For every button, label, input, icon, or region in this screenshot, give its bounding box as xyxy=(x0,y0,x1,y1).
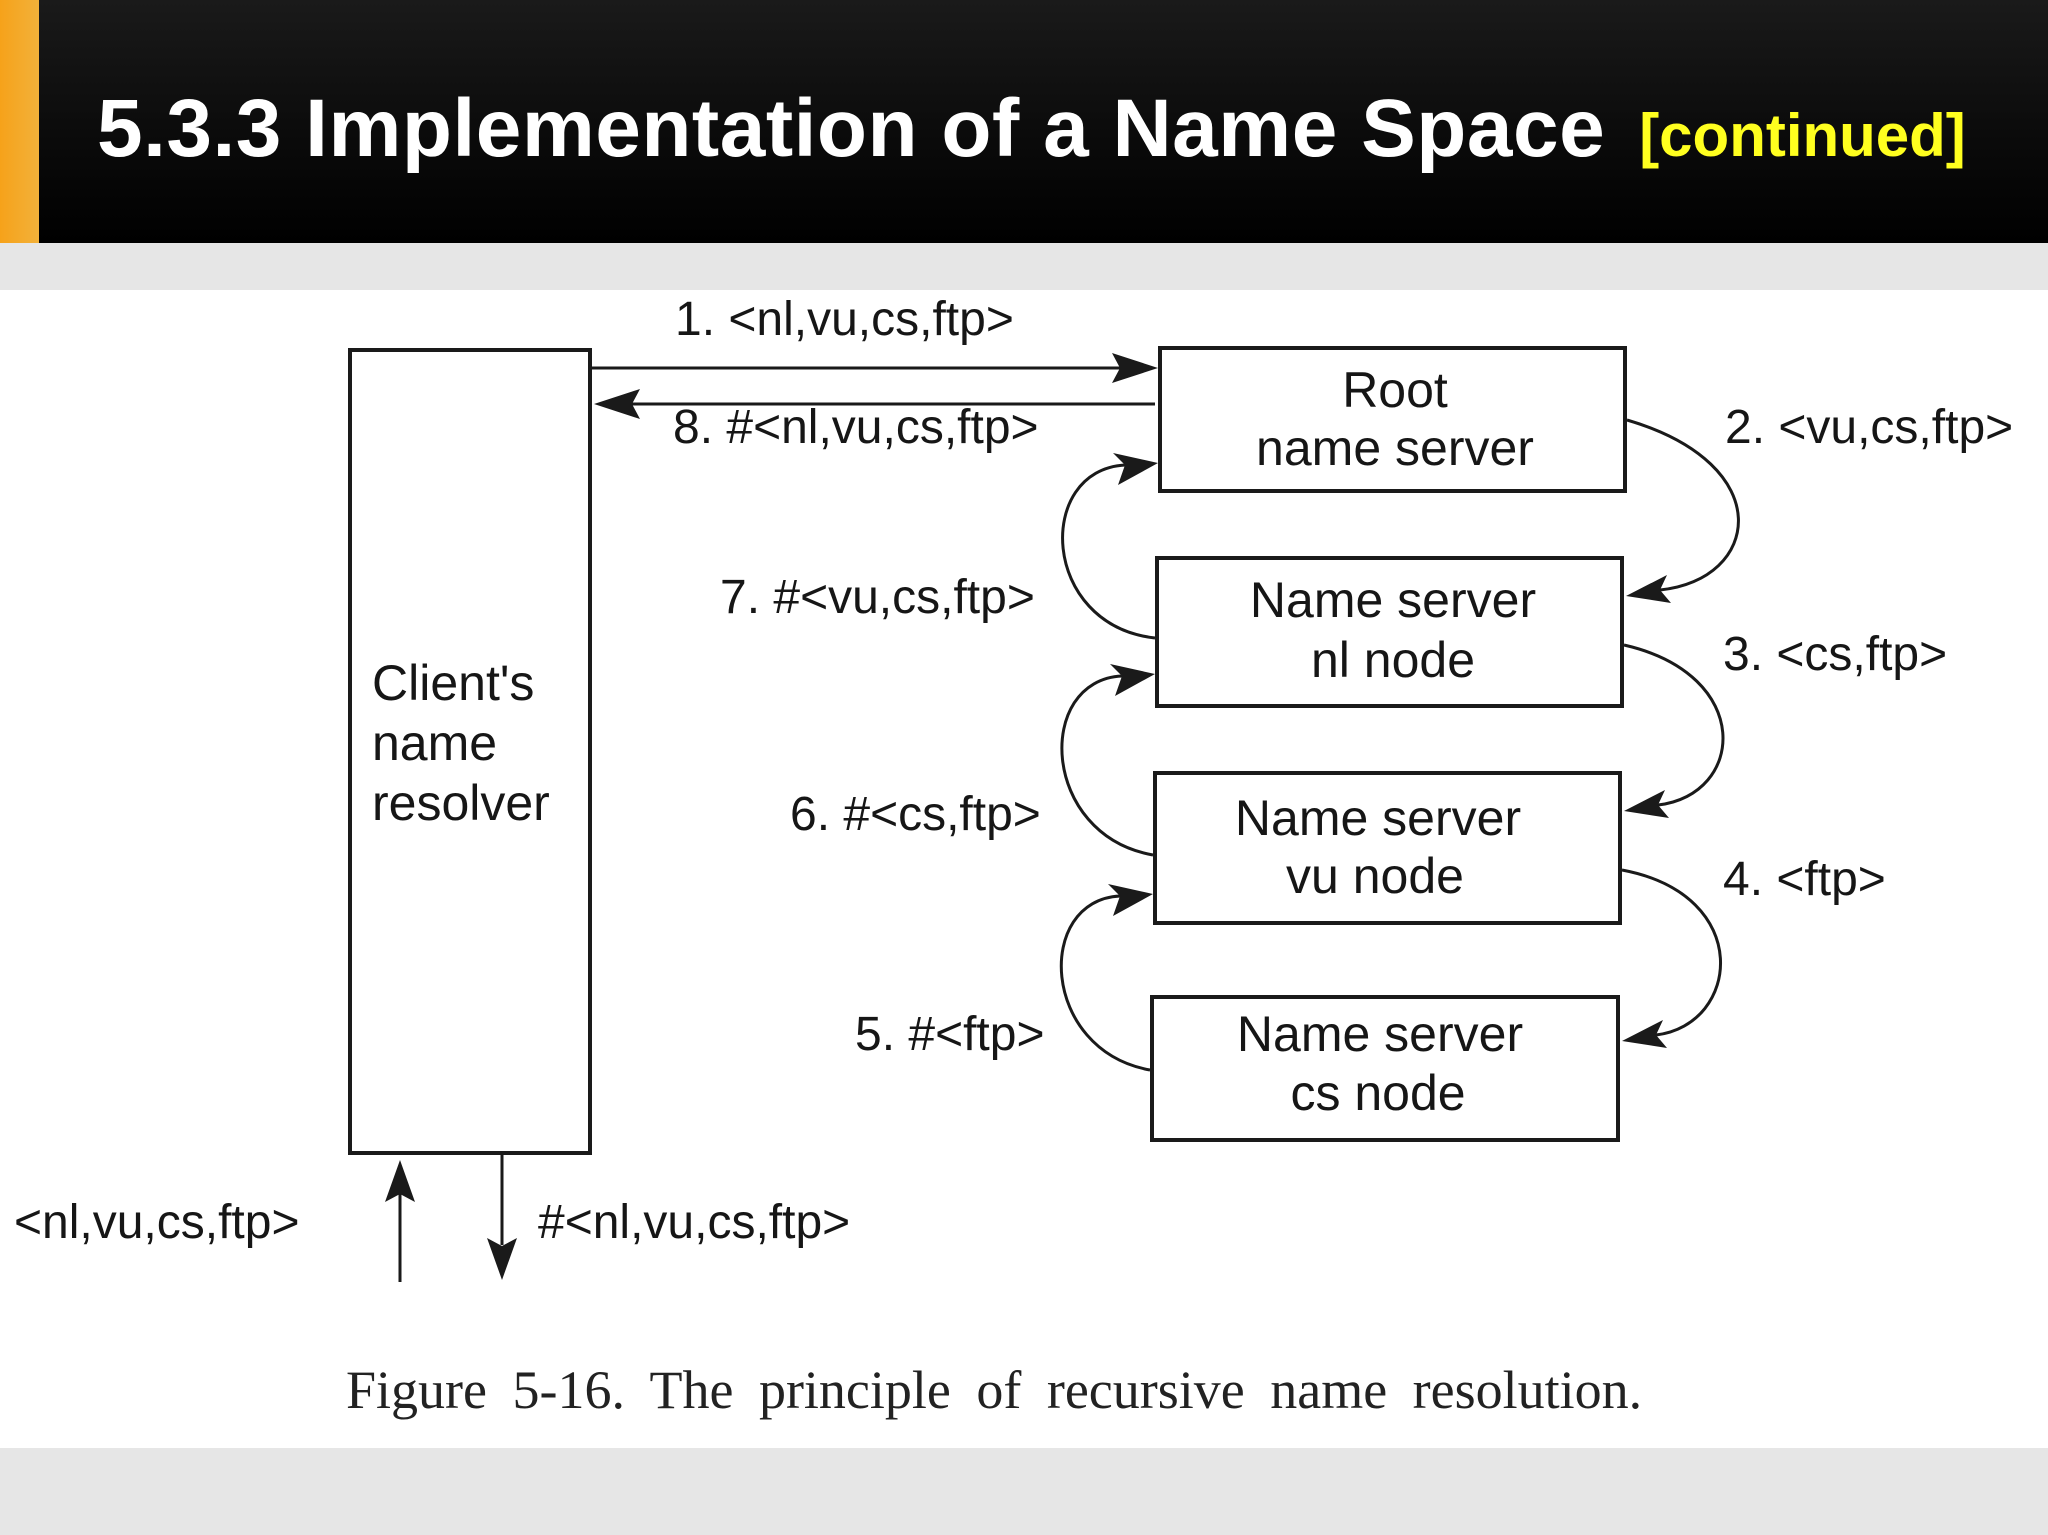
client-label-line-3: resolver xyxy=(372,775,550,831)
vu-server-line-1: Name server xyxy=(1235,790,1521,846)
vu-node-server-box: Name server vu node xyxy=(1153,771,1622,925)
message-label-7: 7. #<vu,cs,ftp> xyxy=(720,571,1035,624)
nl-server-line-1: Name server xyxy=(1250,572,1536,628)
client-label-line-2: name xyxy=(372,715,497,771)
message-label-4: 4. <ftp> xyxy=(1723,853,1886,906)
arrow-message-5 xyxy=(1059,884,1153,1072)
client-output-label: #<nl,vu,cs,ftp> xyxy=(538,1196,850,1249)
client-output-arrow xyxy=(487,1155,517,1280)
client-resolver-box: Client's name resolver xyxy=(348,348,592,1155)
arrow-message-6 xyxy=(1060,664,1155,857)
nl-server-line-2: nl node xyxy=(1311,632,1475,688)
title-row: 5.3.3 Implementation of a Name Space [co… xyxy=(97,82,1966,192)
cs-node-server-box: Name server cs node xyxy=(1150,995,1620,1142)
recursive-resolution-diagram: Client's name resolver Root name server … xyxy=(14,293,2013,1420)
continued-tag: [continued] xyxy=(1639,102,1966,169)
figure-caption: Figure 5-16. The principle of recursive … xyxy=(346,1360,1642,1420)
nl-node-server-box: Name server nl node xyxy=(1155,556,1624,708)
client-label-line-1: Client's xyxy=(372,655,534,711)
message-label-2: 2. <vu,cs,ftp> xyxy=(1725,401,2013,454)
arrow-message-1 xyxy=(592,353,1158,383)
message-label-6: 6. #<cs,ftp> xyxy=(790,788,1041,841)
arrow-message-4 xyxy=(1621,868,1723,1048)
root-name-server-box: Root name server xyxy=(1158,346,1627,493)
root-server-line-1: Root xyxy=(1342,362,1448,418)
message-label-8: 8. #<nl,vu,cs,ftp> xyxy=(673,401,1039,454)
arrow-message-2 xyxy=(1626,418,1740,603)
arrow-message-3 xyxy=(1623,643,1725,818)
client-input-arrow xyxy=(385,1160,415,1282)
message-label-3: 3. <cs,ftp> xyxy=(1723,628,1947,681)
accent-bar xyxy=(0,0,39,243)
arrow-message-8 xyxy=(594,389,1155,419)
message-label-5: 5. #<ftp> xyxy=(855,1008,1045,1061)
vu-server-line-2: vu node xyxy=(1286,848,1464,904)
client-input-label: <nl,vu,cs,ftp> xyxy=(14,1196,300,1249)
figure-panel: Client's name resolver Root name server … xyxy=(0,290,2048,1448)
cs-server-line-2: cs node xyxy=(1290,1065,1465,1121)
arrow-message-7 xyxy=(1061,453,1158,640)
cs-server-line-1: Name server xyxy=(1237,1006,1523,1062)
slide-title: 5.3.3 Implementation of a Name Space xyxy=(97,83,1606,174)
root-server-line-2: name server xyxy=(1256,420,1534,476)
slide-header: 5.3.3 Implementation of a Name Space [co… xyxy=(0,0,2048,243)
message-label-1: 1. <nl,vu,cs,ftp> xyxy=(675,293,1014,346)
